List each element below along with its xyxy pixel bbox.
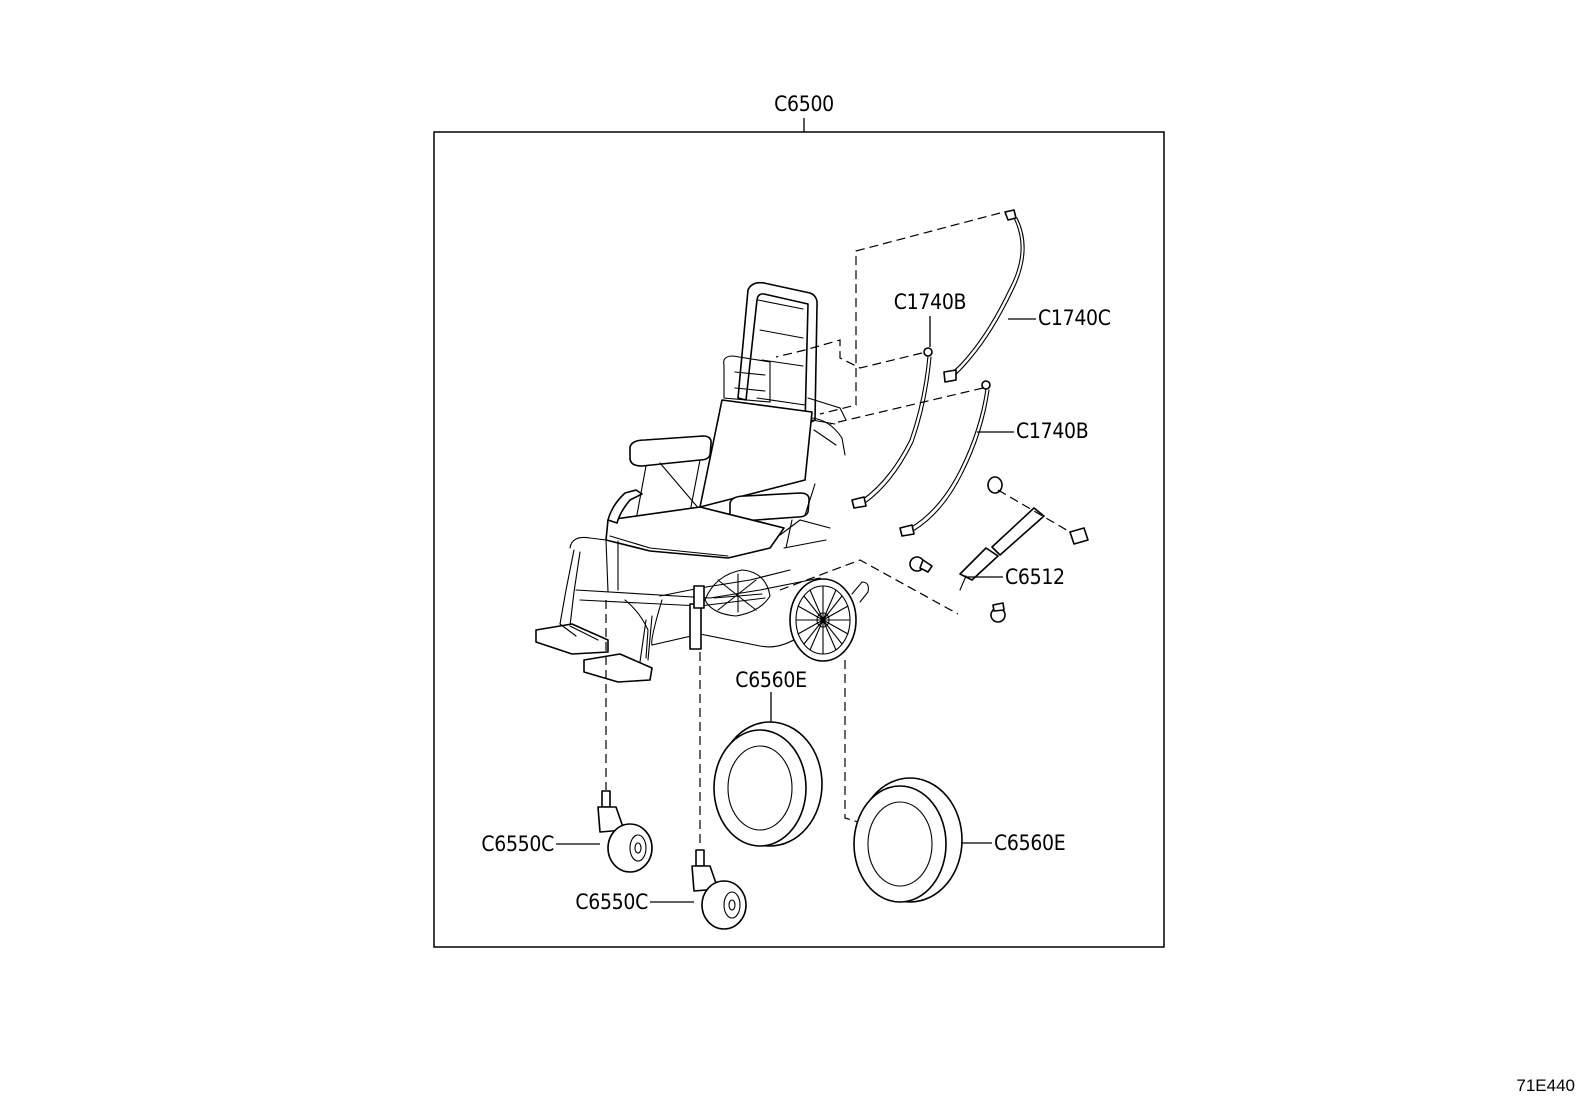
label-c1740b-lower: C1740B	[1016, 419, 1088, 443]
wheelchair-icon	[535, 281, 869, 683]
rear-tire-bottom-icon	[853, 777, 963, 903]
assembly-label: C6500	[774, 92, 834, 116]
caster-left-icon	[597, 790, 653, 873]
rear-tire-top-icon	[713, 721, 823, 847]
cable-c1740b-upper-icon	[851, 347, 933, 509]
cable-connector-c1740c	[819, 212, 1001, 415]
label-c6550c-right: C6550C	[575, 890, 648, 914]
gas-spring-icon	[909, 476, 1089, 623]
label-c6512: C6512	[1005, 565, 1065, 589]
label-c1740b-upper: C1740B	[894, 290, 966, 314]
label-c6560e-bottom: C6560E	[994, 831, 1065, 855]
cable-c1740b-lower-icon	[899, 380, 991, 537]
gas-spring-connector-frame	[779, 559, 959, 615]
rear-tire-connector	[844, 660, 859, 823]
caster-right-icon	[691, 849, 747, 930]
assembly-frame	[433, 131, 1165, 948]
figure-code: 71E440	[1516, 1076, 1575, 1095]
cable-connector-c1740b-upper	[775, 339, 923, 369]
label-c1740c: C1740C	[1038, 306, 1111, 330]
label-c6550c-left: C6550C	[481, 832, 554, 856]
cable-connector-c1740b-lower	[829, 387, 984, 425]
cable-c1740c-icon	[943, 209, 1025, 383]
label-c6560e-top: C6560E	[735, 668, 806, 692]
